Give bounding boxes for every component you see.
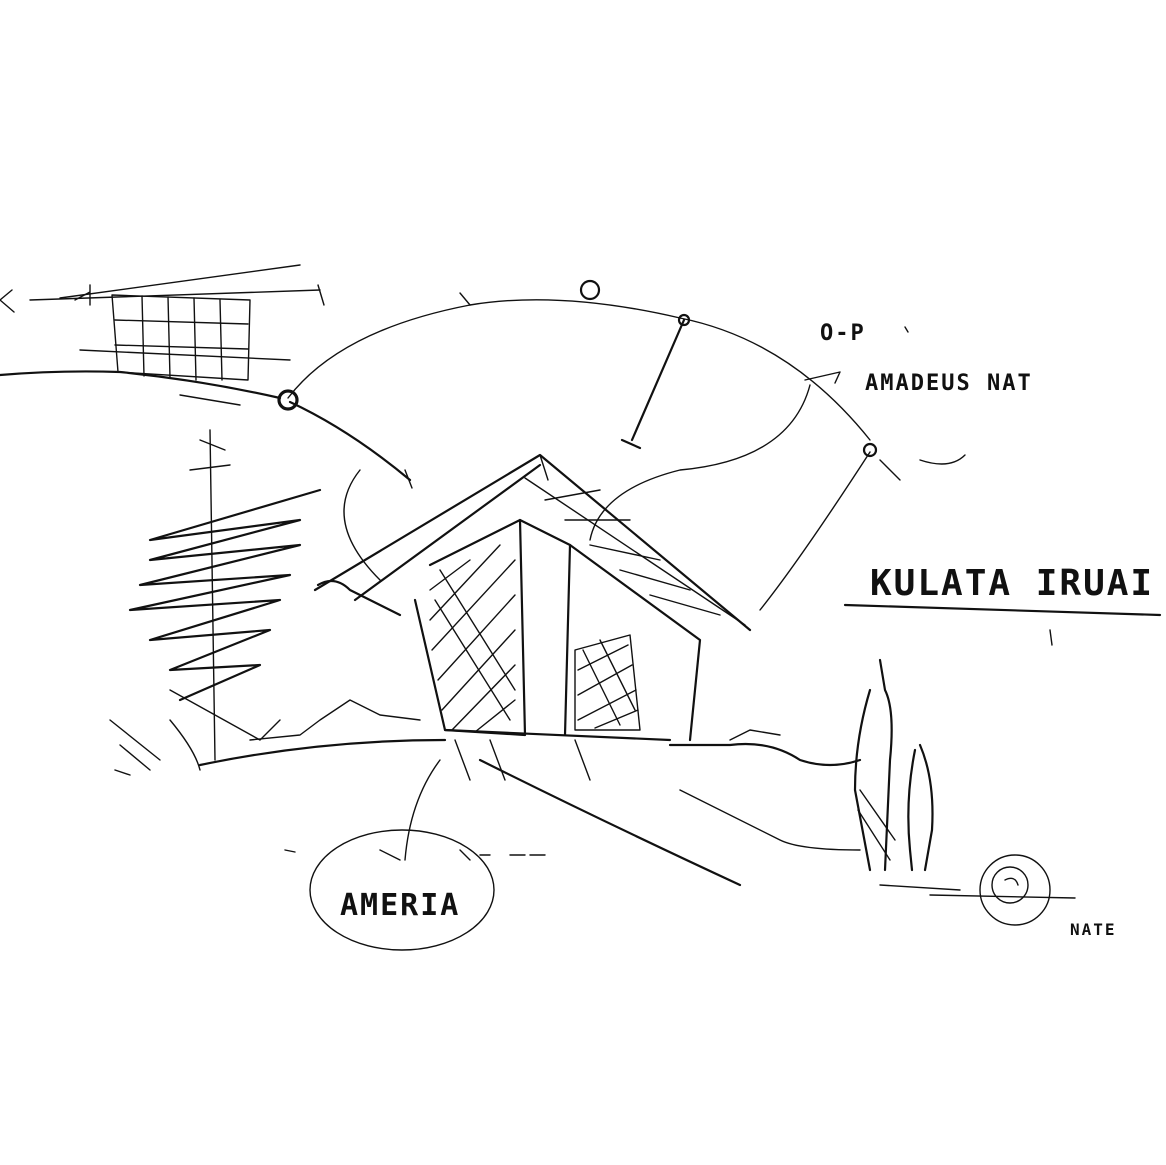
tree-sketch — [128, 429, 322, 761]
roof-arc-diagram — [277, 279, 966, 611]
arrow-icon — [804, 371, 841, 384]
title-underline — [843, 603, 1162, 646]
label-top-right-small: O-P — [820, 321, 866, 346]
house-sketch — [313, 453, 752, 781]
label-circle-note: AMERIA — [340, 888, 460, 923]
circle-annotation — [284, 759, 546, 951]
elevation-study — [0, 264, 325, 406]
spiral-annotation — [929, 854, 1076, 926]
ground-lines — [109, 699, 862, 887]
label-top-right-note: AMADEUS NAT — [865, 371, 1033, 396]
figures-sketch — [853, 658, 961, 891]
label-title: KULATA IRUAI — [870, 563, 1154, 604]
label-bottom-right-note: NATE — [1070, 920, 1117, 939]
